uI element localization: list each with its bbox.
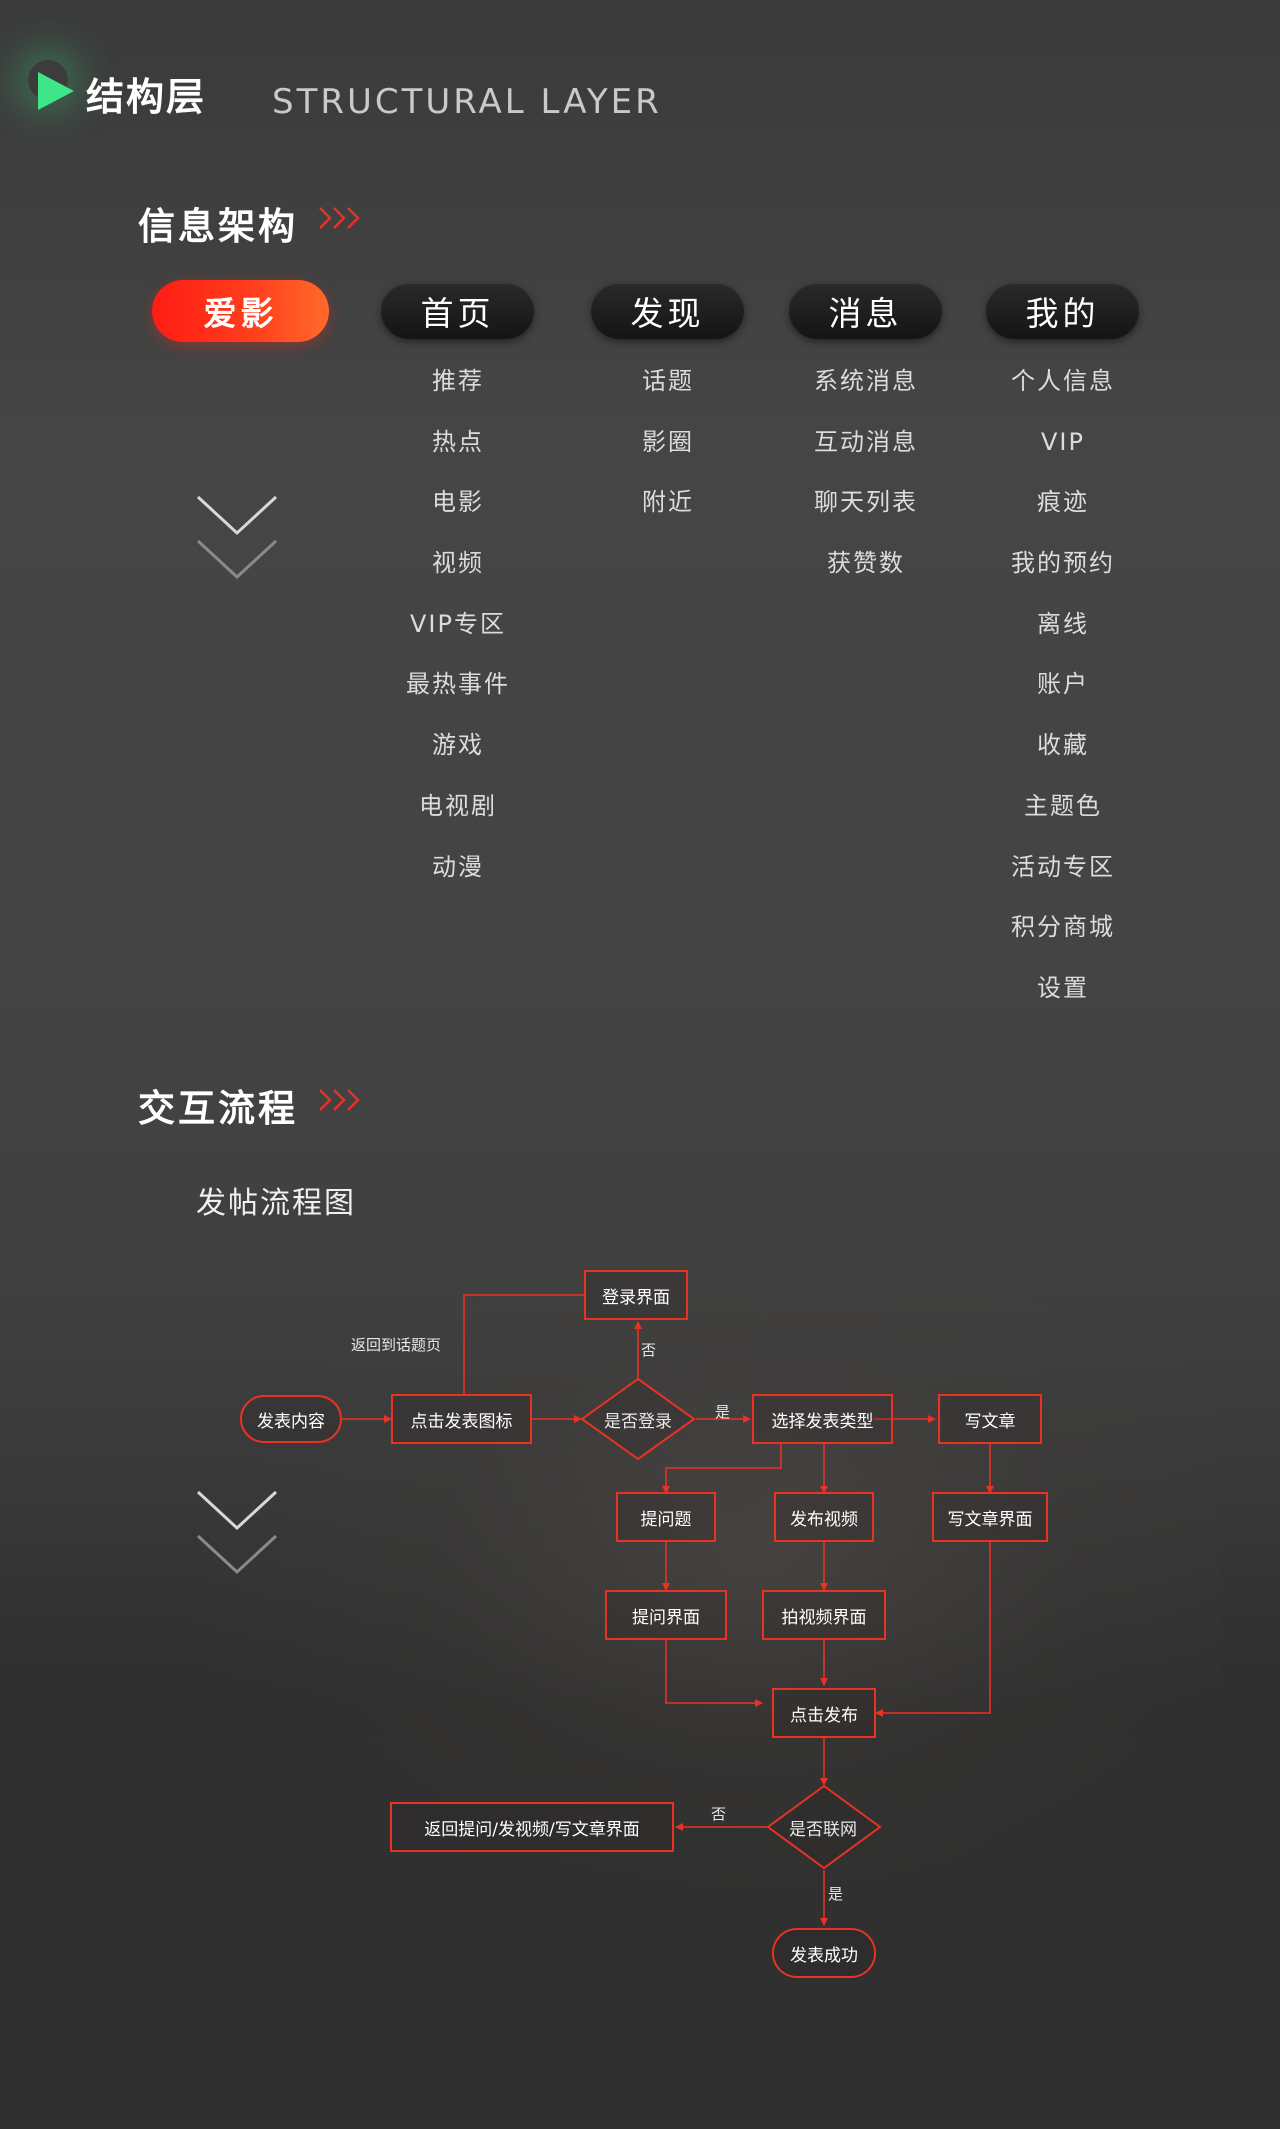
menu-column-home: 推荐 热点 电影 视频 VIP专区 最热事件 游戏 电视剧 动漫 (368, 361, 548, 907)
menu-item: 主题色 (1024, 791, 1102, 820)
menu-item: 电影 (432, 488, 484, 517)
flow-label-yes-online: 是 (828, 1885, 844, 1903)
menu-item: 电视剧 (419, 791, 497, 820)
flow-label-no-online: 否 (711, 1805, 727, 1823)
menu-item: 痕迹 (1037, 488, 1089, 517)
flow-node-shoot-video-page: 拍视频界面 (762, 1590, 886, 1640)
play-triangle-icon (38, 72, 74, 110)
menu-item: 离线 (1037, 609, 1089, 638)
flow-node-article-page: 写文章界面 (932, 1492, 1048, 1542)
flow-node-return-page: 返回提问/发视频/写文章界面 (390, 1802, 674, 1852)
flow-node-post-video: 发布视频 (774, 1492, 874, 1542)
flow-label-no-login: 否 (641, 1341, 657, 1359)
menu-column-mine: 个人信息 VIP 痕迹 我的预约 离线 账户 收藏 主题色 活动专区 积分商城 … (973, 361, 1153, 1029)
menu-item: 设置 (1037, 973, 1089, 1002)
flow-node-choose-type: 选择发表类型 (752, 1394, 893, 1444)
menu-item: 话题 (642, 367, 694, 395)
column-pill-mine: 我的 (986, 283, 1139, 339)
root-pill: 爱影 (152, 280, 329, 342)
menu-item: 影圈 (642, 427, 694, 456)
flow-node-login-page: 登录界面 (584, 1270, 688, 1320)
menu-item: 视频 (432, 549, 484, 578)
menu-item: 推荐 (432, 367, 484, 395)
section-title-interaction: 交互流程 (138, 1087, 298, 1130)
background-figure (190, 1180, 1220, 1940)
menu-item: 活动专区 (1011, 852, 1115, 881)
menu-item: 积分商城 (1011, 913, 1115, 942)
menu-item: 游戏 (432, 731, 484, 760)
page-subtitle: STRUCTURAL LAYER (272, 82, 662, 122)
menu-column-discover: 话题 影圈 附近 (578, 361, 758, 543)
flow-node-question-page: 提问界面 (605, 1590, 727, 1640)
triple-chevron-icon (319, 207, 360, 229)
double-chevron-down-icon (196, 1490, 278, 1575)
menu-item: 聊天列表 (814, 488, 918, 517)
menu-item: 附近 (642, 488, 694, 517)
column-pill-discover: 发现 (591, 283, 744, 339)
menu-item: 个人信息 (1011, 367, 1115, 395)
flow-node-click-publish: 点击发布 (772, 1688, 876, 1738)
flow-node-click-icon: 点击发表图标 (391, 1394, 532, 1444)
decision-diamond-login (580, 1377, 696, 1461)
menu-item: 最热事件 (406, 670, 510, 699)
double-chevron-down-icon (196, 495, 278, 580)
page-title: 结构层 (86, 75, 207, 119)
column-pill-messages: 消息 (789, 283, 942, 339)
triple-chevron-icon (319, 1089, 360, 1111)
flow-node-success: 发表成功 (772, 1928, 876, 1978)
menu-item: 系统消息 (814, 367, 918, 395)
column-pill-home: 首页 (381, 283, 534, 339)
menu-column-messages: 系统消息 互动消息 聊天列表 获赞数 (776, 361, 956, 604)
menu-item: 收藏 (1037, 731, 1089, 760)
menu-item: 账户 (1037, 670, 1089, 699)
flow-node-is-online: 是否联网 (789, 1820, 857, 1840)
menu-item: 获赞数 (827, 549, 905, 578)
flow-node-start: 发表内容 (240, 1395, 342, 1443)
flow-node-write-article: 写文章 (938, 1394, 1042, 1444)
menu-item: 热点 (432, 427, 484, 456)
menu-item: VIP专区 (410, 609, 506, 638)
menu-item: 互动消息 (814, 427, 918, 456)
flow-node-ask-question: 提问题 (616, 1492, 716, 1542)
menu-item: 动漫 (432, 852, 484, 881)
flow-label-yes-login: 是 (715, 1403, 731, 1421)
section-title-info-arch: 信息架构 (138, 205, 298, 248)
menu-item: 我的预约 (1011, 549, 1115, 578)
flow-label-back-to-topic: 返回到话题页 (351, 1336, 442, 1354)
decision-diamond-online (766, 1784, 882, 1870)
flow-node-is-logged-in: 是否登录 (604, 1412, 672, 1432)
flowchart-caption: 发帖流程图 (196, 1186, 356, 1221)
menu-item: VIP (1041, 427, 1085, 456)
